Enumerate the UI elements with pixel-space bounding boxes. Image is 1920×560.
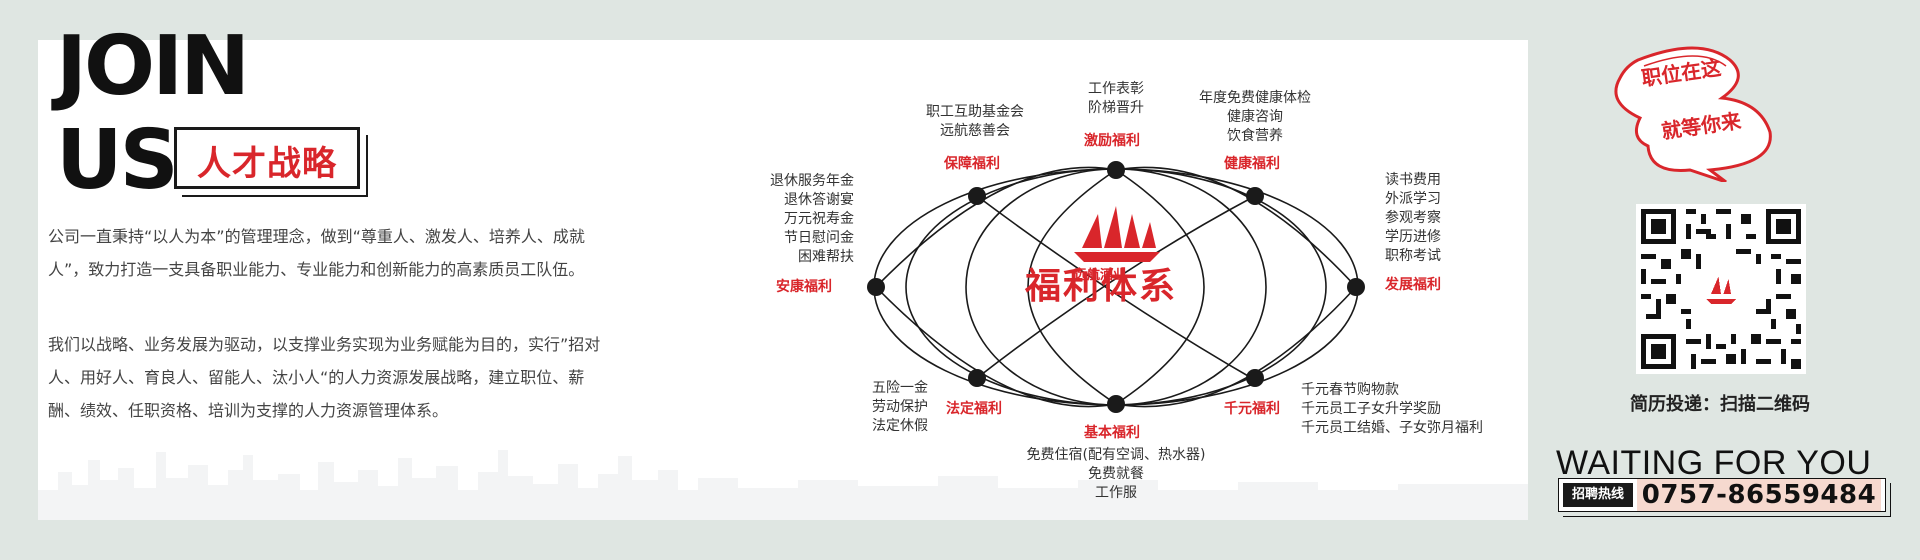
qianyuan-item: 千元春节购物款	[1301, 382, 1399, 398]
fading-items: 五险一金 劳动保护 法定休假	[872, 379, 928, 436]
fazhan-item: 学历进修	[1385, 229, 1441, 245]
jiben-item: 工作服	[1095, 485, 1137, 501]
anle-item: 退休服务年金	[770, 173, 854, 189]
node-jili	[1107, 161, 1125, 179]
fading-item: 五险一金	[872, 380, 928, 396]
intro-paragraph-2: 我们以战略、业务发展为驱动，以支撑业务实现为业务赋能为目的，实行”招对人、用好人…	[48, 335, 601, 420]
qianyuan-item: 千元员工子女升学奖励	[1301, 401, 1441, 417]
hotline-number[interactable]: 0757-86559484	[1637, 479, 1881, 511]
anle-item: 困难帮扶	[798, 249, 854, 265]
fazhan-item: 外派学习	[1385, 191, 1441, 207]
content-card	[38, 40, 1528, 520]
jiben-items: 免费住宿(配有空调、热水器) 免费就餐 工作服	[1000, 446, 1232, 503]
diagram-cross-2	[976, 195, 1256, 379]
qr-instruction-label: 简历投递：扫描二维码	[1630, 394, 1810, 415]
fading-item: 法定休假	[872, 418, 928, 434]
city-skyline-decoration	[38, 450, 1528, 520]
speech-bubble-icon	[1614, 46, 1772, 182]
node-anle	[867, 278, 885, 296]
jiankang-item: 健康咨询	[1227, 109, 1283, 125]
hotline-tag: 招聘热线	[1563, 483, 1633, 507]
jiankang-item: 年度免费健康体检	[1199, 90, 1311, 106]
baozhang-item: 远航慈善会	[940, 123, 1010, 139]
node-jiankang	[1246, 187, 1264, 205]
fazhan-items: 读书费用 外派学习 参观考察 学历进修 职称考试	[1385, 171, 1441, 266]
node-jiben	[1107, 395, 1125, 413]
qr-code[interactable]	[1636, 204, 1806, 374]
us-heading: US	[56, 113, 179, 208]
anle-item: 节日慰问金	[784, 230, 854, 246]
fazhan-item: 参观考察	[1385, 210, 1441, 226]
jiben-label: 基本福利	[1084, 425, 1140, 441]
node-baozhang	[968, 187, 986, 205]
baozhang-items: 职工互助基金会 远航慈善会	[920, 103, 1030, 141]
anle-items: 退休服务年金 退休答谢宴 万元祝寿金 节日慰问金 困难帮扶	[762, 172, 854, 267]
fading-item: 劳动保护	[872, 399, 928, 415]
recruitment-hotline: 招聘热线 0757-86559484	[1558, 478, 1886, 512]
qianyuan-label: 千元福利	[1224, 401, 1280, 417]
anle-item: 退休答谢宴	[784, 192, 854, 208]
qianyuan-item: 千元员工结婚、子女弥月福利	[1301, 420, 1483, 436]
fading-label: 法定福利	[946, 401, 1002, 417]
company-logo-text: 远航酒业	[1073, 268, 1126, 283]
node-qianyuan	[1246, 369, 1264, 387]
fazhan-label: 发展福利	[1385, 277, 1441, 293]
waiting-for-you-text: WAITING FOR YOU	[1556, 444, 1872, 482]
join-heading: JOIN	[56, 19, 250, 114]
jiankang-label: 健康福利	[1224, 156, 1280, 172]
anle-label: 安康福利	[776, 279, 832, 295]
baozhang-item: 职工互助基金会	[926, 104, 1024, 120]
fazhan-item: 读书费用	[1385, 172, 1441, 188]
jiankang-items: 年度免费健康体检 健康咨询 饮食营养	[1190, 89, 1320, 146]
jiankang-item: 饮食营养	[1227, 128, 1283, 144]
jiben-item: 免费住宿(配有空调、热水器)	[1026, 447, 1206, 463]
welfare-center-title: 福利体系	[1024, 265, 1177, 307]
qianyuan-items: 千元春节购物款 千元员工子女升学奖励 千元员工结婚、子女弥月福利	[1301, 381, 1483, 438]
jili-label: 激励福利	[1084, 133, 1140, 149]
talent-strategy-badge: 人才战略	[174, 127, 360, 189]
anle-item: 万元祝寿金	[784, 211, 854, 227]
jili-items: 工作表彰 阶梯晋升	[1070, 80, 1162, 118]
baozhang-label: 保障福利	[944, 156, 1000, 172]
jili-item: 阶梯晋升	[1088, 100, 1144, 116]
diagram-cross-1	[976, 195, 1256, 381]
diagram-cross-3	[1027, 169, 1117, 405]
diagram-cross-4	[1115, 169, 1205, 405]
qr-code-icon	[1636, 204, 1806, 374]
company-logo-icon	[1074, 206, 1160, 262]
jili-item: 工作表彰	[1088, 81, 1144, 97]
fazhan-item: 职称考试	[1385, 248, 1441, 264]
intro-paragraph-1: 公司一直秉持“以人为本”的管理理念，做到“尊重人、激发人、培养人、成就人”，致力…	[48, 227, 585, 279]
node-fading	[968, 369, 986, 387]
node-fazhan	[1347, 278, 1365, 296]
jiben-item: 免费就餐	[1088, 466, 1144, 482]
talent-strategy-text: 人才战略	[197, 144, 337, 184]
